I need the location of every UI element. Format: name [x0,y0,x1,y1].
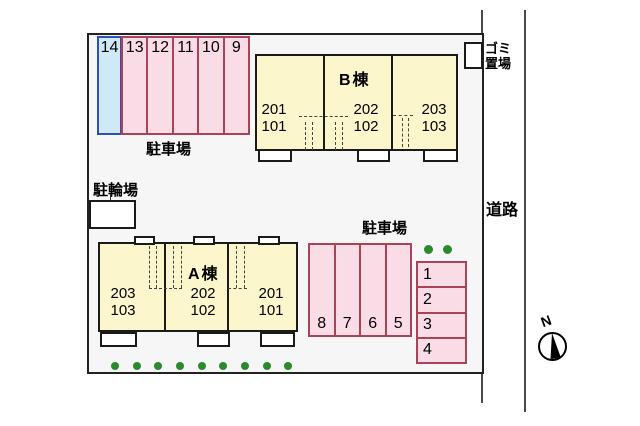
road-left-line-bottom [481,374,483,403]
parking-space-2: 2 [418,286,465,311]
building-b-unit-1: 201 101 [261,101,287,135]
building-b-divider-2 [391,56,393,149]
parking-space-7: 7 [333,245,360,335]
stair-mark [305,122,306,150]
building-b-unit-3: 203 103 [421,101,447,135]
building-a-divider-1 [164,244,166,330]
building-b-divider-1 [323,56,325,149]
tree-dot [241,362,249,370]
stair-mark [149,288,182,289]
north-parking-block: 13 12 11 10 9 [121,36,250,135]
road-right-line [524,10,526,412]
stair-mark [244,246,245,288]
tree-dot [284,362,292,370]
bicycle-label-tick [110,194,111,201]
parking-space-4: 4 [418,336,465,362]
stair-mark [393,115,413,116]
stair-mark [312,122,313,150]
parking-space-14: 14 [97,36,122,135]
parking-space-12: 12 [146,38,171,133]
stair-mark [408,118,409,147]
south-parking-block: 8 7 6 5 [308,243,412,337]
building-a-unit-3: 201 101 [258,285,284,319]
building-a-entry-1 [134,236,155,245]
tree-dot [133,362,141,370]
parking-space-number: 14 [100,39,119,56]
building-a-entry-3 [258,236,280,245]
parking-space-8: 8 [317,315,327,332]
building-a-unit-2: 202 102 [190,285,216,319]
road-left-line-top [481,10,483,33]
stair-mark [181,246,182,288]
stair-mark [173,246,174,288]
bicycle-parking-box [89,200,136,229]
stair-mark [156,246,157,288]
garbage-box [464,42,483,69]
building-a-porch-2 [197,332,230,347]
bicycle-parking-label: 駐輪場 [93,182,139,199]
building-a-divider-2 [227,244,229,330]
building-a-porch-1 [100,332,137,347]
building-a [98,242,298,332]
stair-mark [342,122,343,150]
stair-mark [228,288,247,289]
building-b-porch-3 [423,149,458,162]
parking-space-13: 13 [125,39,144,56]
parking-space-10: 10 [197,38,222,133]
building-b [255,54,458,151]
north-letter: N [538,311,554,331]
compass-icon [538,332,567,361]
parking-space-11: 11 [171,38,197,133]
building-a-unit-1: 203 103 [110,285,136,319]
stair-mark [236,246,237,288]
tree-dot [154,362,162,370]
garbage-label: ゴミ 置場 [485,41,512,71]
tree-dot [424,245,433,254]
tree-dot [176,362,184,370]
stair-mark [402,118,403,147]
stair-mark [299,116,348,117]
parking-space-9: 9 [222,38,248,133]
east-parking-column: 1 2 3 4 [416,261,467,364]
south-parking-label: 駐車場 [362,220,408,237]
building-a-porch-3 [260,332,295,347]
building-b-name: B棟 [339,72,371,89]
building-a-entry-2 [193,236,215,245]
building-a-name: A棟 [188,266,220,283]
stair-mark [335,122,336,150]
stair-mark [149,246,150,288]
parking-space-3: 3 [418,311,465,337]
tree-dot [198,362,206,370]
parking-space-6: 6 [359,245,385,335]
parking-space-5: 5 [384,245,411,335]
building-b-porch-1 [258,149,292,162]
tree-dot [443,245,452,254]
road-label: 道路 [486,202,519,219]
north-parking-label: 駐車場 [146,141,192,158]
building-b-unit-2: 202 102 [353,101,379,135]
tree-dot [111,362,119,370]
parking-space-1: 1 [423,265,432,283]
tree-dot [219,362,227,370]
building-b-porch-2 [357,149,390,162]
tree-dot [263,362,271,370]
